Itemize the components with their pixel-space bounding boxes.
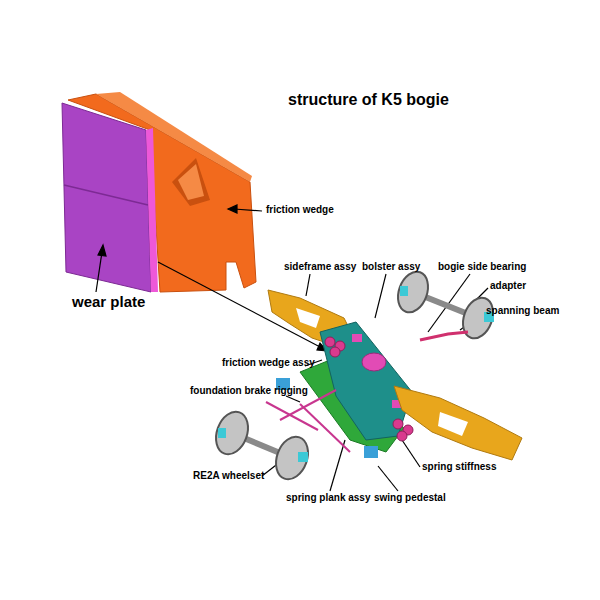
leader-lines bbox=[96, 205, 488, 491]
part-label: friction wedge assy bbox=[222, 358, 315, 368]
part-label: swing pedestal bbox=[374, 493, 446, 503]
spanning-beam bbox=[420, 332, 468, 340]
part-label: spring plank assy bbox=[286, 493, 370, 503]
diagram-title: structure of K5 bogie bbox=[288, 92, 449, 108]
part-label: wear plate bbox=[72, 294, 145, 309]
swing-pedestal bbox=[364, 446, 378, 458]
sideframe bbox=[394, 386, 522, 460]
part-label: adapter bbox=[490, 281, 526, 291]
part-label: sideframe assy bbox=[284, 262, 356, 272]
part-label: RE2A wheelset bbox=[193, 471, 264, 481]
part-label: bogie side bearing bbox=[438, 262, 526, 272]
part-label: foundation brake rigging bbox=[190, 386, 308, 396]
brake-rigging bbox=[266, 390, 350, 452]
part-label: spring stiffness bbox=[422, 462, 496, 472]
part-label: bolster assy bbox=[362, 262, 420, 272]
part-label: friction wedge bbox=[266, 205, 334, 215]
bolster bbox=[320, 322, 412, 440]
rear-wheelset bbox=[393, 267, 499, 342]
part-label: spanning beam bbox=[486, 306, 559, 316]
